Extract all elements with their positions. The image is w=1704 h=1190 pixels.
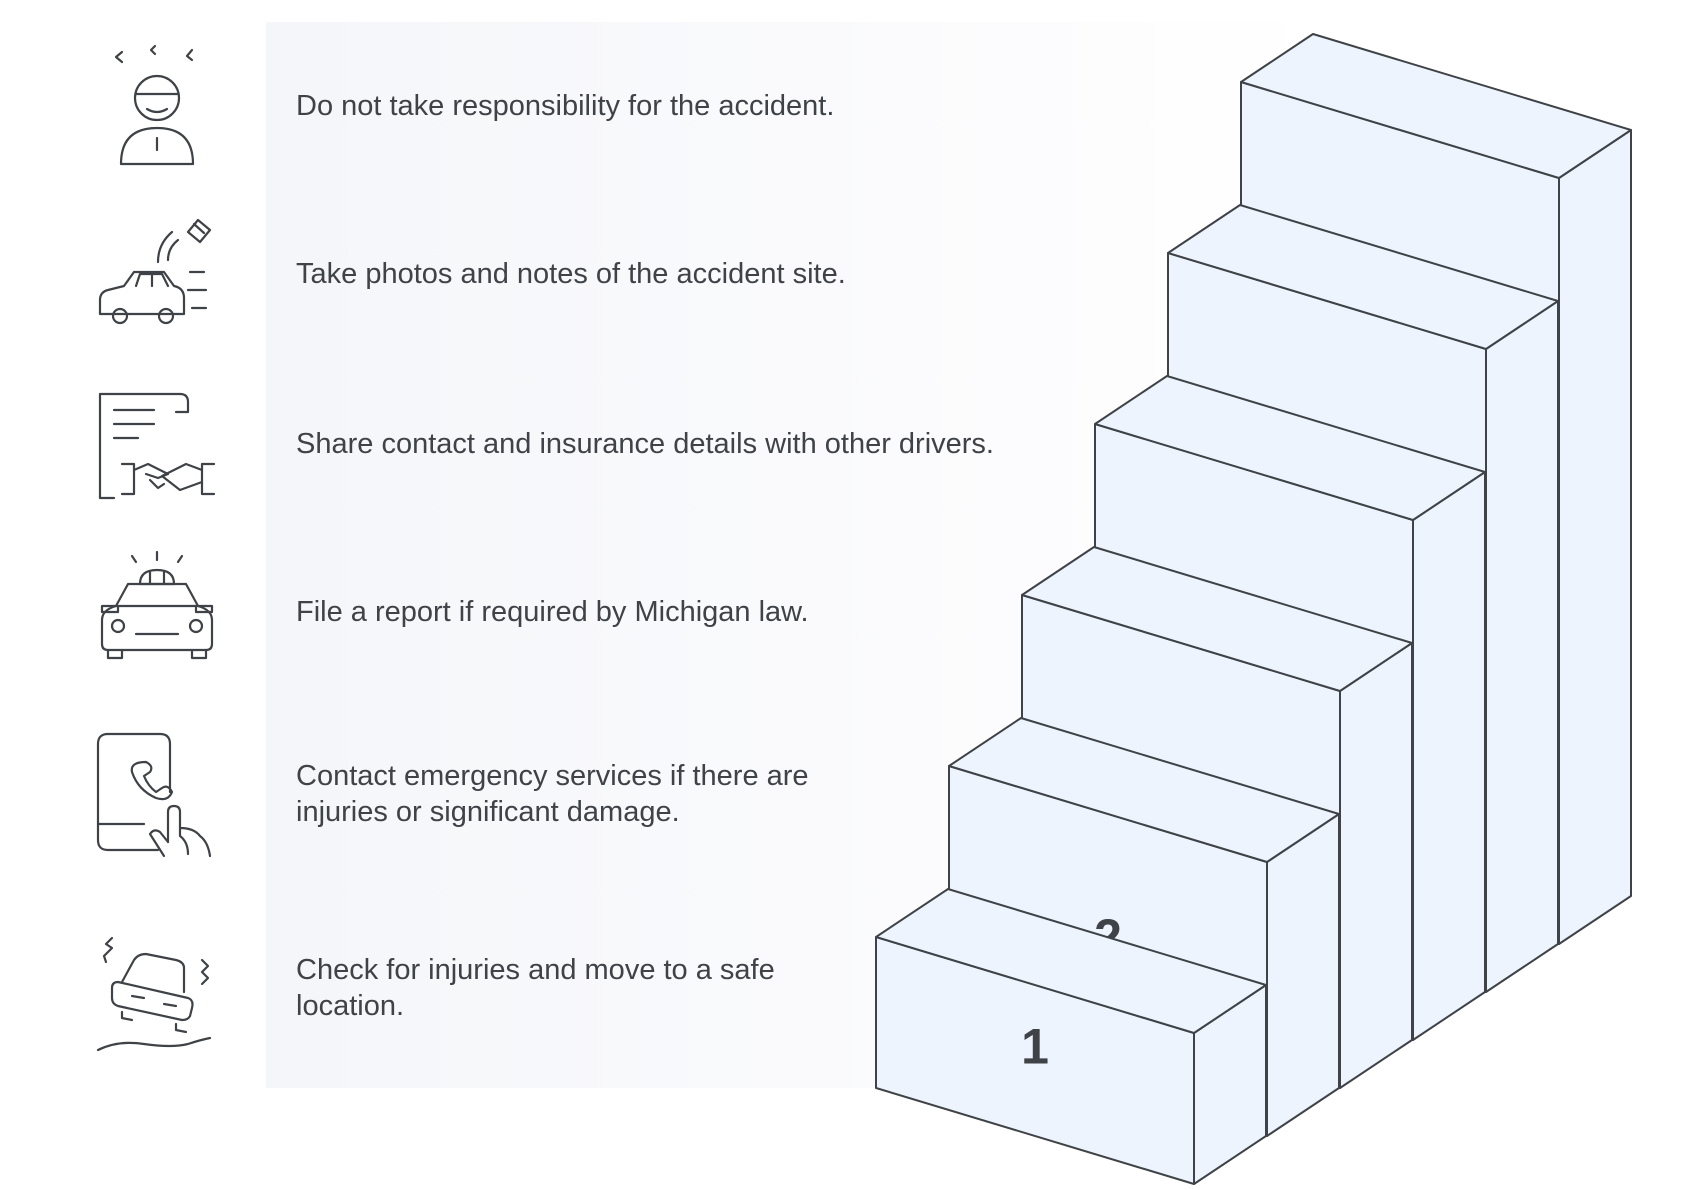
handshake-document-icon xyxy=(92,380,222,510)
police-car-icon xyxy=(92,548,222,678)
step-5-text: Take photos and notes of the accident si… xyxy=(296,258,846,290)
step-4-text: Share contact and insurance details with… xyxy=(296,428,994,460)
step-6-number: 6 xyxy=(1386,471,1414,527)
stressed-person-icon xyxy=(92,42,222,172)
phone-tap-icon xyxy=(92,732,222,862)
step-3-text: File a report if required by Michigan la… xyxy=(296,596,809,628)
step-1-text: Check for injuries and move to a safe lo… xyxy=(296,954,775,1022)
step-4-side-face xyxy=(1412,471,1486,1041)
step-3-side-face xyxy=(1339,642,1413,1089)
car-photo-icon xyxy=(92,210,222,340)
step-6-side-face xyxy=(1558,129,1632,945)
car-crash-icon xyxy=(92,932,222,1062)
background-panel xyxy=(266,22,1326,1088)
step-6-text: Do not take responsibility for the accid… xyxy=(296,90,835,122)
step-2-text: Contact emergency services if there are … xyxy=(296,760,809,828)
step-5-side-face xyxy=(1485,300,1559,993)
